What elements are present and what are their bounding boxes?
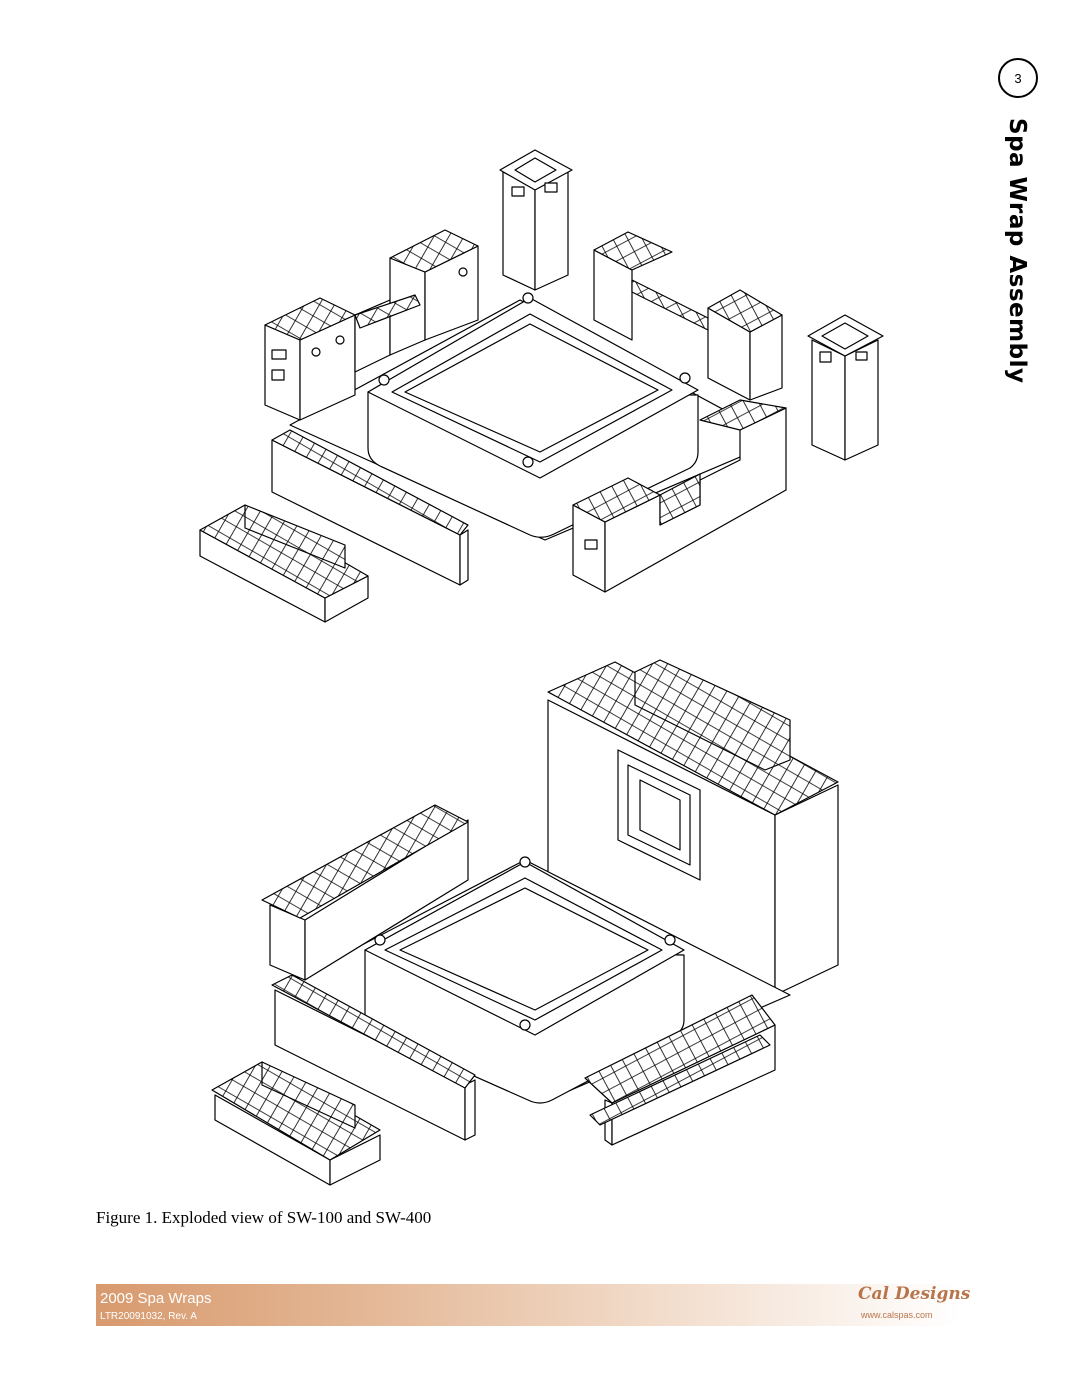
figure-caption: Figure 1. Exploded view of SW-100 and SW… <box>96 1208 432 1227</box>
sw100-front-left-wall <box>271 429 469 586</box>
sw100-spa-tub <box>367 292 699 538</box>
exploded-view-illustration <box>199 149 884 1186</box>
sw100-assembly <box>199 149 884 623</box>
sw400-front-steps <box>211 1061 381 1186</box>
page-number: 3 <box>998 58 1038 98</box>
footer-document-code: LTR20091032, Rev. A <box>100 1311 197 1322</box>
sw100-front-right-cabinet <box>572 399 787 593</box>
sw100-front-steps <box>199 504 369 623</box>
sw400-spa-tub <box>364 856 685 1104</box>
footer-title: 2009 Spa Wraps <box>100 1290 212 1307</box>
sw400-assembly <box>211 659 839 1186</box>
sw100-right-pillar <box>807 314 884 461</box>
sw400-back-wall <box>547 659 839 996</box>
cal-designs-logo: Cal Designs <box>858 1284 971 1304</box>
sw100-back-pillar <box>499 149 573 291</box>
sw400-left-wall <box>261 804 469 981</box>
sw400-front-left-wall <box>271 974 476 1141</box>
section-title: Spa Wrap Assembly <box>1004 118 1030 384</box>
sw100-back-left-cabinet <box>264 229 479 421</box>
footer-band <box>96 1284 960 1326</box>
sw100-back-right-cabinet <box>593 231 783 401</box>
footer-url: www.calspas.com <box>861 1310 933 1320</box>
sw400-front-right-bench <box>584 994 776 1146</box>
